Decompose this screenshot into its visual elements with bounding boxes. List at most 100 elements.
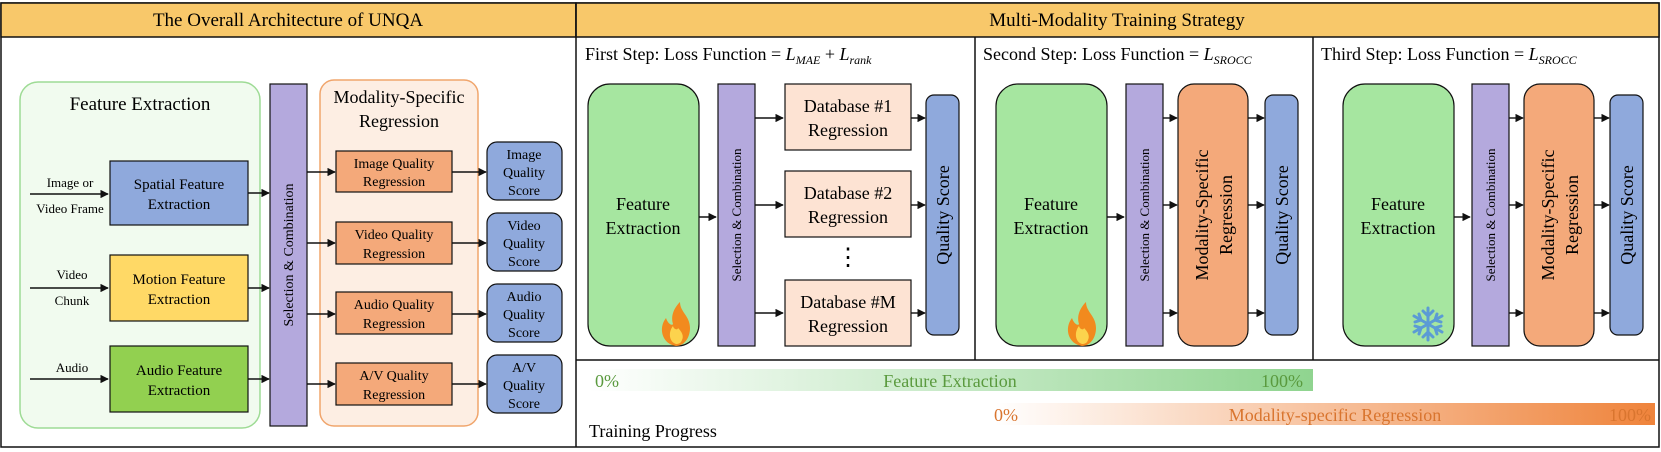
audio-score-l1: Audio [507, 290, 542, 305]
step1-quality-score-box [925, 94, 960, 336]
right-panel-title: Multi-Modality Training Strategy [989, 10, 1245, 31]
step1-selection-box [717, 83, 756, 347]
step2-modality-regression-label-2: Regression [1216, 175, 1236, 255]
step3-quality-score-label: Quality Score [1617, 165, 1637, 264]
modality-regression-title-2: Regression [359, 111, 439, 131]
database2-regression-box [784, 170, 912, 238]
video-quality-regression-box [335, 221, 453, 265]
spatial-feature-label: Spatial Feature [134, 177, 225, 193]
audio-quality-regression-label: Audio Quality [354, 298, 435, 313]
step1-feature-label: Feature [616, 194, 670, 214]
quality-scores: Image Quality Score Video Quality Score … [486, 141, 563, 414]
snowflake-icon [1412, 306, 1444, 342]
step1-quality-score-label: Quality Score [933, 165, 953, 264]
motion-feature-extraction-box [109, 254, 249, 322]
modality-regression-progress-bar [995, 403, 1655, 425]
database-ellipsis: ⋮ [836, 245, 860, 271]
input-label-video-2: Chunk [55, 293, 90, 308]
input-label-video: Video [57, 267, 88, 282]
audio-quality-regression-box [335, 291, 453, 335]
step2-quality-score-box [1264, 94, 1299, 336]
right-header [575, 2, 1660, 38]
image-score-l3: Score [508, 184, 540, 199]
step2-modality-regression-box [1177, 83, 1249, 347]
step3-selection-box [1471, 83, 1510, 347]
training-progress: 0% Feature Extraction 100% 0% Modality-s… [588, 369, 1655, 441]
av-score-l3: Score [508, 397, 540, 412]
video-score-l1: Video [507, 219, 540, 234]
image-score-l2: Quality [503, 166, 545, 181]
databaseM-regression-box [784, 279, 912, 347]
audio-quality-regression-label-2: Regression [363, 317, 425, 332]
step2-selection-label: Selection & Combination [1137, 148, 1152, 281]
training-progress-label: Training Progress [589, 421, 717, 441]
motion-feature-label: Motion Feature [133, 272, 226, 288]
audio-score-l3: Score [508, 326, 540, 341]
input-label-image: Image or [47, 175, 94, 190]
step3-feature-label: Feature [1371, 194, 1425, 214]
input-label-image-2: Video Frame [36, 201, 104, 216]
image-quality-regression-label: Image Quality [354, 157, 434, 172]
database2-label-2: Regression [808, 207, 888, 227]
selection-combination-box [269, 83, 308, 427]
video-score-l2: Quality [503, 237, 545, 252]
video-quality-regression-label: Video Quality [355, 228, 434, 243]
modality-regression-title: Modality-Specific [334, 87, 465, 107]
video-quality-regression-label-2: Regression [363, 247, 425, 262]
av-quality-score-box [486, 354, 563, 414]
image-quality-regression-label-2: Regression [363, 175, 425, 190]
input-label-audio: Audio [56, 360, 89, 375]
database2-label: Database #2 [804, 183, 892, 203]
step3-modality-regression-label: Modality-Specific [1538, 150, 1558, 281]
database1-label: Database #1 [804, 96, 892, 116]
step2-quality-score-label: Quality Score [1272, 165, 1292, 264]
audio-feature-extraction-box [109, 345, 249, 413]
step3-diagram: Feature Extraction Selection & Combinati… [1342, 83, 1644, 347]
databaseM-label: Database #M [800, 292, 895, 312]
video-score-l3: Score [508, 255, 540, 270]
spatial-feature-label-2: Extraction [148, 197, 211, 213]
step3-quality-score-box [1609, 94, 1644, 336]
left-panel-title: The Overall Architecture of UNQA [153, 10, 423, 31]
step2-modality-regression-label: Modality-Specific [1192, 150, 1212, 281]
step1-feature-extraction-box [587, 83, 700, 347]
av-quality-regression-box [335, 362, 453, 406]
av-score-l1: A/V [512, 361, 536, 376]
video-quality-score-box [486, 212, 563, 272]
step3-modality-regression-label-2: Regression [1562, 175, 1582, 255]
step1-selection-label: Selection & Combination [729, 148, 744, 281]
left-header [0, 2, 577, 38]
image-quality-score-box [486, 141, 563, 201]
audio-score-l2: Quality [503, 308, 545, 323]
av-quality-regression-label: A/V Quality [359, 369, 428, 384]
image-score-l1: Image [507, 148, 542, 163]
step1-header: First Step: Loss Function = LMAE + Lrank [585, 44, 872, 67]
audio-quality-score-box [486, 283, 563, 343]
step1-diagram: Feature Extraction Selection & Combinati… [587, 83, 960, 347]
mr-progress-end: 100% [1609, 405, 1651, 425]
step3-modality-regression-box [1523, 83, 1595, 347]
fe-progress-name: Feature Extraction [883, 371, 1016, 391]
audio-feature-label: Audio Feature [136, 363, 223, 379]
spatial-feature-extraction-box [109, 160, 249, 226]
step2-feature-extraction-box [995, 83, 1108, 347]
av-score-l2: Quality [503, 379, 545, 394]
step2-feature-label: Feature [1024, 194, 1078, 214]
step3-selection-label: Selection & Combination [1483, 148, 1498, 281]
selection-combination-label: Selection & Combination [282, 183, 297, 326]
step2-selection-box [1125, 83, 1164, 347]
flame-icon [661, 302, 690, 346]
databaseM-label-2: Regression [808, 316, 888, 336]
motion-feature-label-2: Extraction [148, 292, 211, 308]
av-quality-regression-label-2: Regression [363, 388, 425, 403]
flame-icon [1067, 302, 1096, 346]
database1-label-2: Regression [808, 120, 888, 140]
step3-header: Third Step: Loss Function = LSROCC [1321, 44, 1578, 67]
audio-feature-label-2: Extraction [148, 383, 211, 399]
mr-progress-name: Modality-specific Regression [1229, 405, 1441, 425]
mr-progress-start: 0% [994, 405, 1018, 425]
step3-feature-extraction-box [1342, 83, 1455, 347]
feature-extraction-title: Feature Extraction [70, 94, 211, 115]
